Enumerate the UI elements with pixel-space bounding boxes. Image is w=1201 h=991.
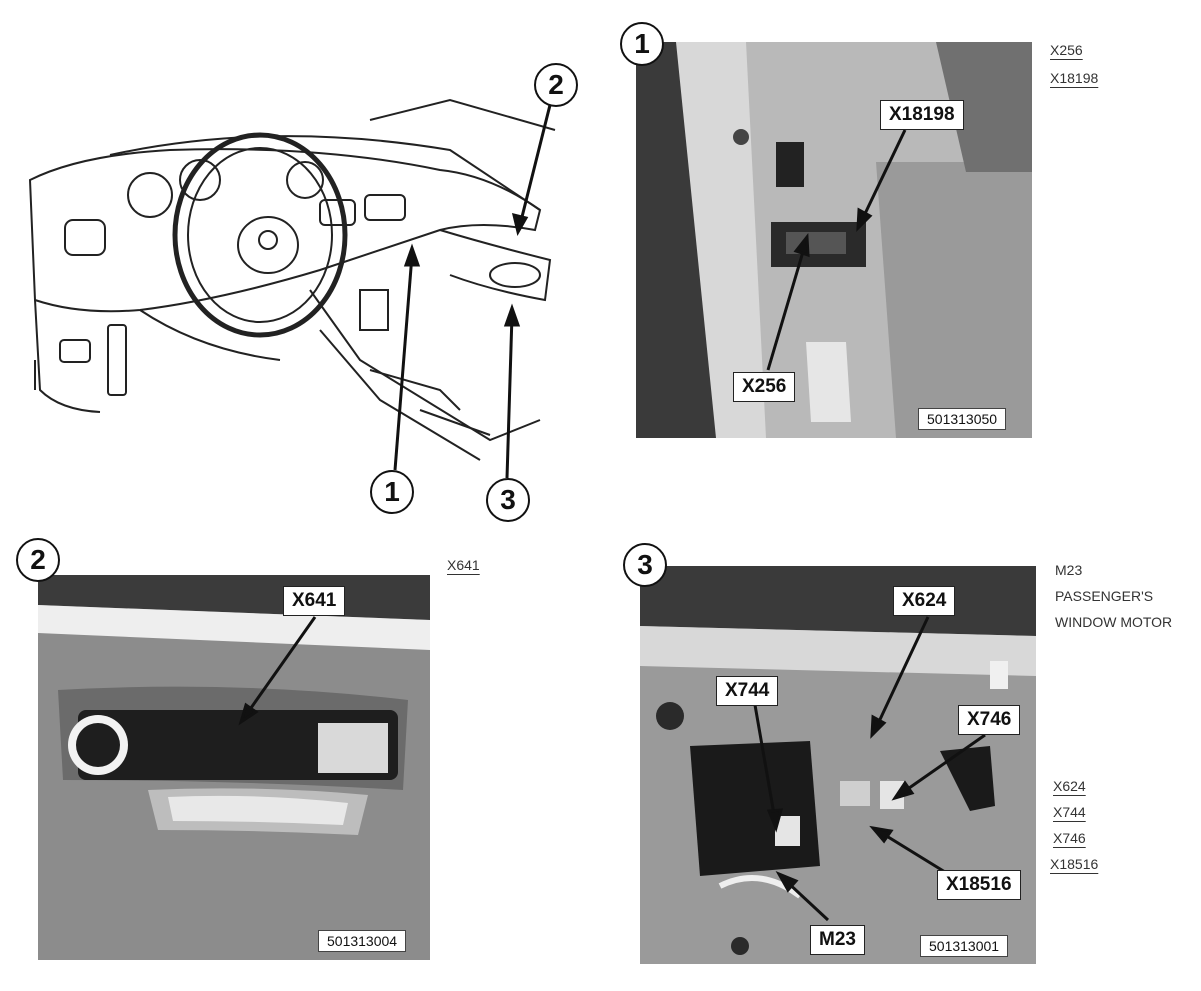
panel-3-desc-line-1: M23 — [1055, 562, 1083, 578]
overview-marker-3: 3 — [486, 478, 530, 522]
panel-2-number: 2 — [16, 538, 60, 582]
overview-marker-2: 2 — [534, 63, 578, 107]
panel-3-photo-id: 501313001 — [920, 935, 1009, 957]
panel-2-photo-id: 501313004 — [318, 930, 407, 952]
panel-1-callout-x18198: X18198 — [880, 100, 964, 130]
panel-3-desc-line-3: WINDOW MOTOR — [1055, 614, 1173, 630]
panel-3-ref-x18516: X18516 — [1050, 856, 1099, 872]
panel-3-number: 3 — [623, 543, 667, 587]
panel-3-callout-x18516: X18516 — [937, 870, 1021, 900]
panel-3-ref-x744: X744 — [1053, 804, 1086, 820]
panel-2-ref-x641: X641 — [447, 557, 480, 573]
panel-3-callout-x744: X744 — [716, 676, 779, 706]
panel-1-photo — [636, 42, 1032, 438]
dashboard-overview-drawing: 1 2 3 — [20, 60, 580, 522]
panel-3-ref-x746: X746 — [1053, 830, 1086, 846]
dashboard-line-art — [28, 98, 556, 479]
panel-3-ref-x624: X624 — [1053, 778, 1086, 794]
panel-1-number: 1 — [620, 22, 664, 66]
panel-3-callout-m23: M23 — [810, 925, 865, 955]
panel-1-ref-x18198: X18198 — [1050, 70, 1099, 86]
panel-2-photo — [38, 575, 430, 960]
panel-1-photo-id: 501313050 — [918, 408, 1007, 430]
panel-3-desc-line-2: PASSENGER'S — [1055, 588, 1154, 604]
panel-1-ref-x256: X256 — [1050, 42, 1083, 58]
overview-marker-1: 1 — [370, 470, 414, 514]
panel-3-callout-x746: X746 — [958, 705, 1021, 735]
panel-3-callout-x624: X624 — [893, 586, 956, 616]
panel-2-callout-x641: X641 — [283, 586, 346, 616]
panel-1-callout-x256: X256 — [733, 372, 796, 402]
panel-3-photo — [640, 566, 1036, 964]
